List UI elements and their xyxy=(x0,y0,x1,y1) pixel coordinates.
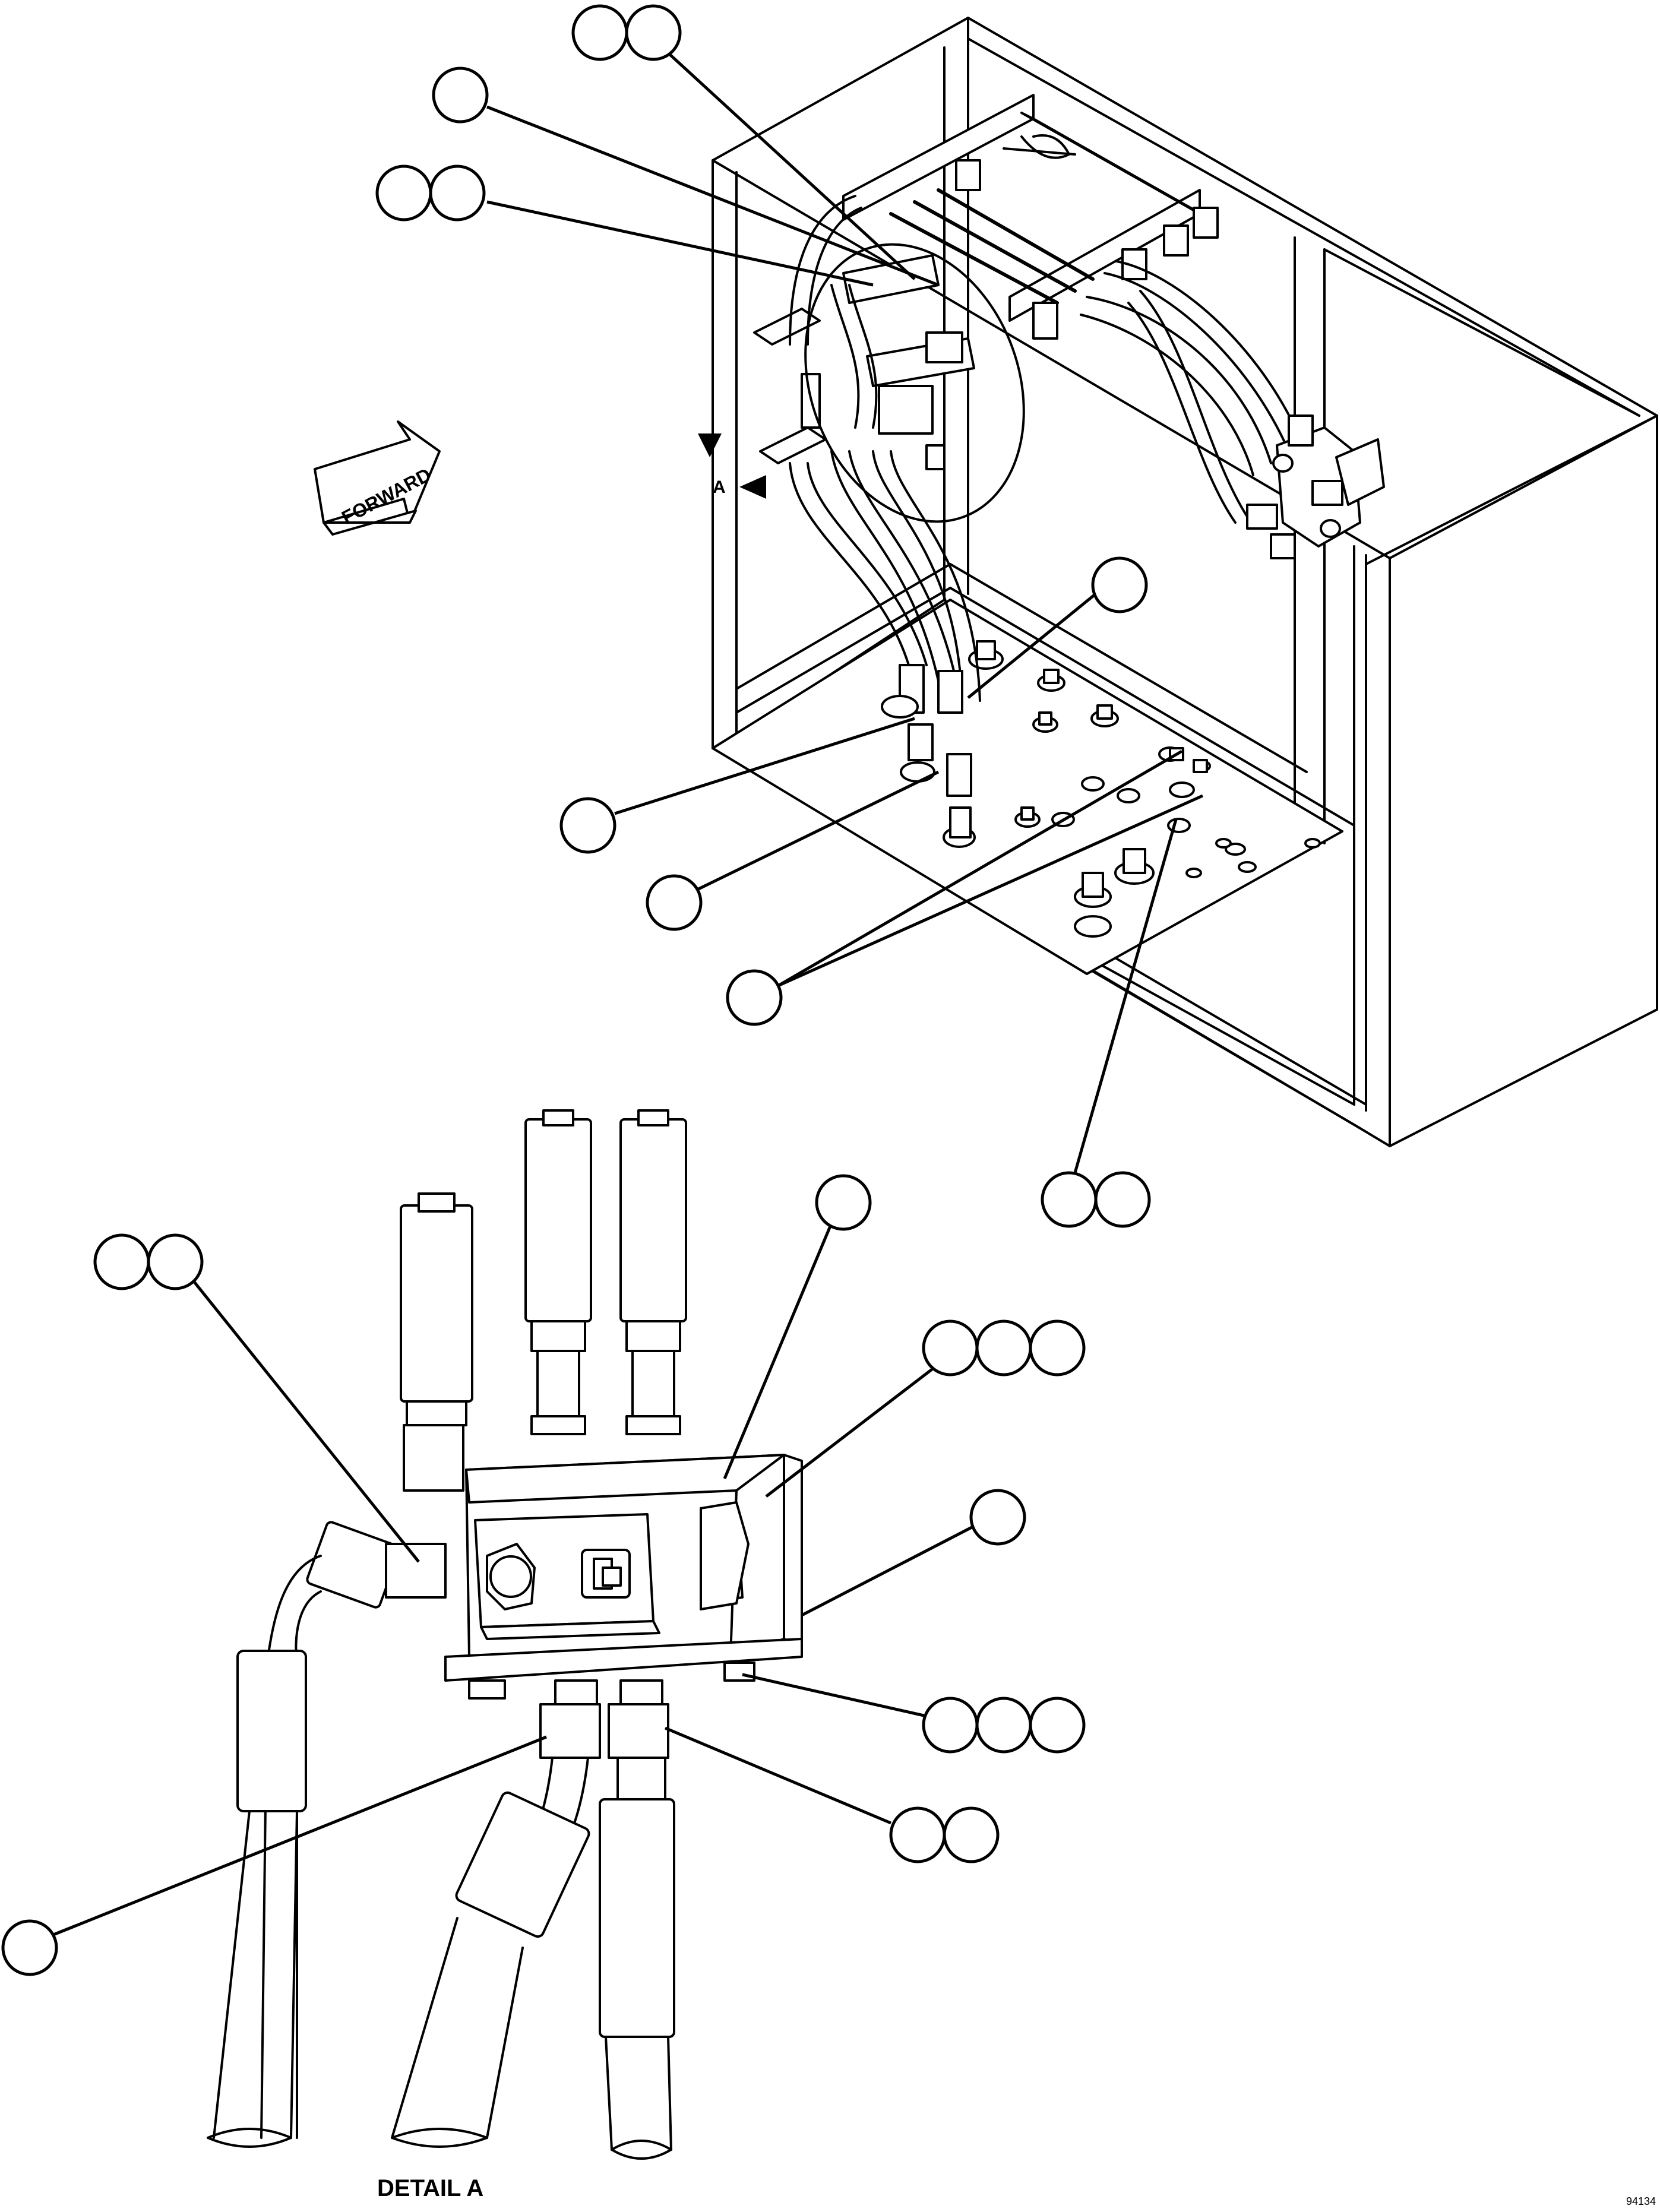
callout-balloon xyxy=(975,1697,1032,1754)
drawing-id: 94134 xyxy=(1626,2195,1656,2207)
cabinet-assembly: A xyxy=(698,17,1658,1147)
callout-balloon xyxy=(1091,556,1148,613)
solenoid-cylinder-3 xyxy=(400,1204,473,1403)
callout-balloon xyxy=(726,969,783,1026)
solenoid-cylinder-1 xyxy=(524,1118,592,1322)
left-hose-sleeve xyxy=(236,1650,307,1812)
top-crossbeams xyxy=(842,94,1219,340)
callout-balloon xyxy=(93,1233,150,1290)
detail-a-view xyxy=(207,1109,803,2160)
callout-balloon xyxy=(1,1919,58,1976)
valve-mounting-plate xyxy=(712,599,1343,975)
callout-balloon xyxy=(815,1174,872,1231)
right-hose-sleeve xyxy=(599,1798,675,2038)
mounting-base-plate xyxy=(444,1638,803,1682)
callout-balloon xyxy=(432,67,489,124)
callout-balloon xyxy=(922,1697,979,1754)
callout-balloon xyxy=(1094,1171,1151,1228)
callout-balloon xyxy=(975,1319,1032,1376)
callout-balloon xyxy=(1029,1319,1086,1376)
right-valve-block xyxy=(1246,414,1385,559)
callout-balloon xyxy=(922,1319,979,1376)
solenoid-cylinder-2 xyxy=(619,1118,687,1322)
callout-balloon xyxy=(969,1489,1026,1546)
forward-arrow: FORWARD xyxy=(314,420,441,536)
detail-a-ellipse xyxy=(804,243,1025,523)
callout-balloon xyxy=(559,797,616,854)
cabinet-right-side-panel xyxy=(1389,414,1658,1147)
callout-balloon xyxy=(571,4,628,61)
callout-balloon xyxy=(889,1806,946,1863)
callout-balloon xyxy=(625,4,682,61)
detail-a-arrowhead-2 xyxy=(739,475,766,499)
callout-balloon xyxy=(1041,1171,1098,1228)
callout-balloon xyxy=(1029,1697,1086,1754)
detail-a-arrowhead-1 xyxy=(698,433,722,457)
callout-balloon xyxy=(147,1233,204,1290)
left-wall-brackets xyxy=(753,254,975,470)
callout-balloons xyxy=(1,4,1204,1976)
middle-hose-sleeve xyxy=(455,1791,590,1938)
plate-fittings xyxy=(968,640,1321,938)
callout-balloon xyxy=(429,164,486,221)
detail-title: DETAIL A xyxy=(377,2175,483,2201)
callout-balloon xyxy=(646,874,703,931)
detail-ref-letter: A xyxy=(713,477,726,497)
callout-balloon xyxy=(943,1806,1000,1863)
callout-balloon xyxy=(375,164,432,221)
